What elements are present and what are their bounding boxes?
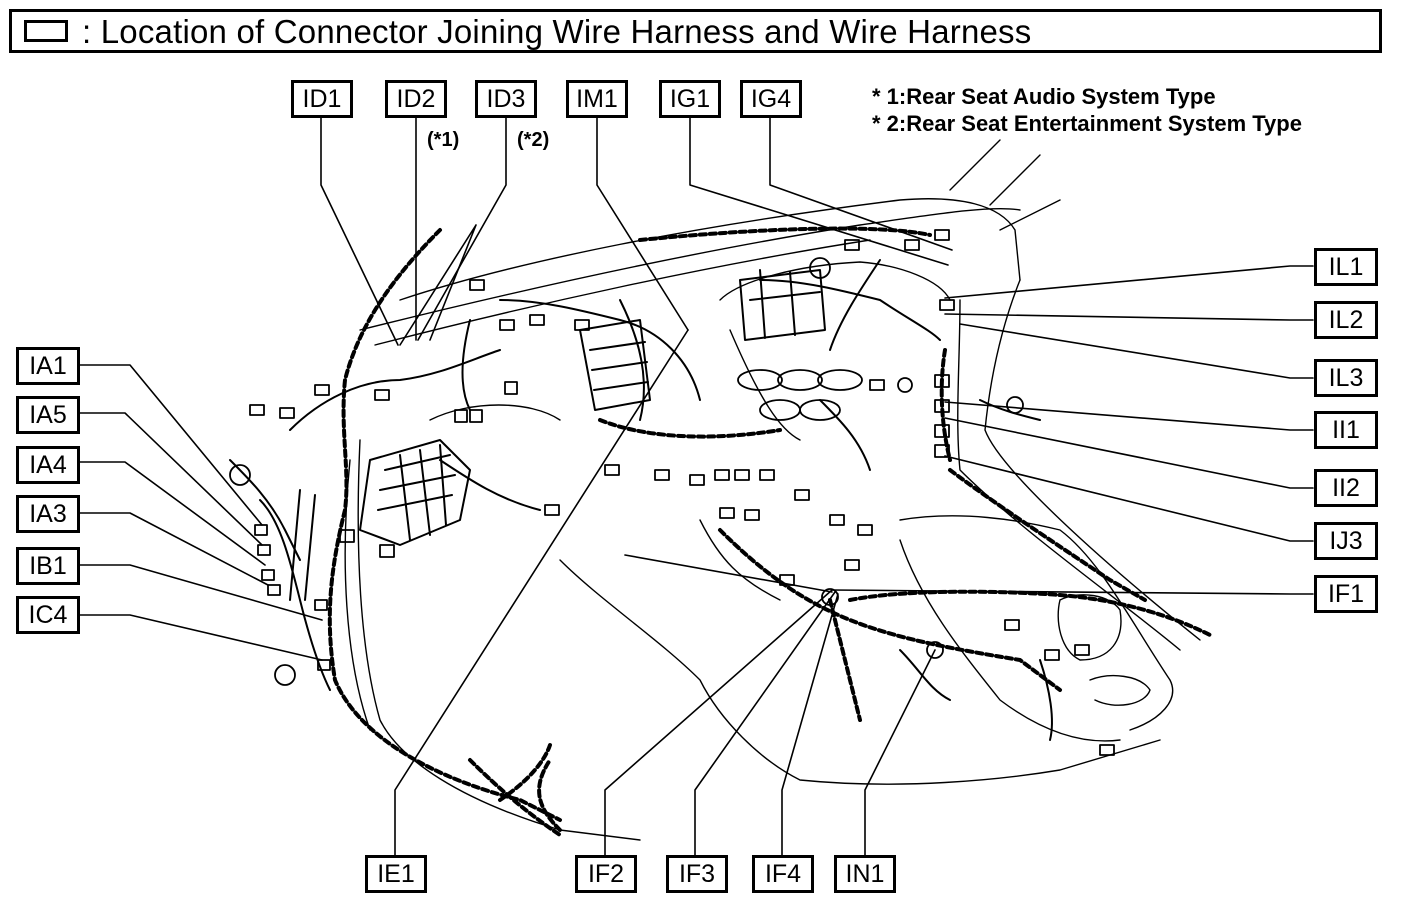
- connector-box-legend-icon: [24, 20, 68, 42]
- connector-label-ij3: IJ3: [1314, 522, 1378, 560]
- connector-label-ig1: IG1: [659, 80, 721, 118]
- footnote-mark-id2: (*1): [427, 129, 460, 151]
- connector-label-ig4: IG4: [740, 80, 802, 118]
- connector-label-if1: IF1: [1314, 575, 1378, 613]
- note-rear-seat-entertainment: * 2:Rear Seat Entertainment System Type: [872, 111, 1302, 136]
- thin-wiring: [229, 259, 1053, 741]
- connector-label-il2: IL2: [1314, 301, 1378, 339]
- connector-label-ii2: II2: [1314, 469, 1378, 507]
- title-bar: : Location of Connector Joining Wire Har…: [9, 9, 1382, 53]
- connector-label-ii1: II1: [1314, 411, 1378, 449]
- connector-label-ie1: IE1: [365, 855, 427, 893]
- connector-label-im1: IM1: [566, 80, 628, 118]
- connector-label-if3: IF3: [666, 855, 728, 893]
- leader-lines: [79, 116, 1314, 856]
- junction-block: [359, 269, 826, 546]
- connector-label-id1: ID1: [291, 80, 353, 118]
- dashboard-outline: [344, 139, 1201, 841]
- footnote-mark-id3: (*2): [517, 129, 550, 151]
- connector-label-ia3: IA3: [16, 495, 80, 533]
- connector-label-ia5: IA5: [16, 396, 80, 434]
- wire-harness-bundles: [327, 226, 1212, 837]
- connector-label-if2: IF2: [575, 855, 637, 893]
- connector-label-id3: ID3: [475, 80, 537, 118]
- connector-label-if4: IF4: [752, 855, 814, 893]
- note-rear-seat-audio: * 1:Rear Seat Audio System Type: [872, 84, 1216, 109]
- connector-label-ia4: IA4: [16, 446, 80, 484]
- connector-label-il3: IL3: [1314, 359, 1378, 397]
- connector-label-ic4: IC4: [16, 596, 80, 634]
- connector-label-in1: IN1: [834, 855, 896, 893]
- connector-label-ia1: IA1: [16, 347, 80, 385]
- connector-label-id2: ID2: [385, 80, 447, 118]
- connector-shapes: [229, 229, 1115, 756]
- page-title: : Location of Connector Joining Wire Har…: [82, 12, 1032, 50]
- connector-label-ib1: IB1: [16, 547, 80, 585]
- connector-label-il1: IL1: [1314, 248, 1378, 286]
